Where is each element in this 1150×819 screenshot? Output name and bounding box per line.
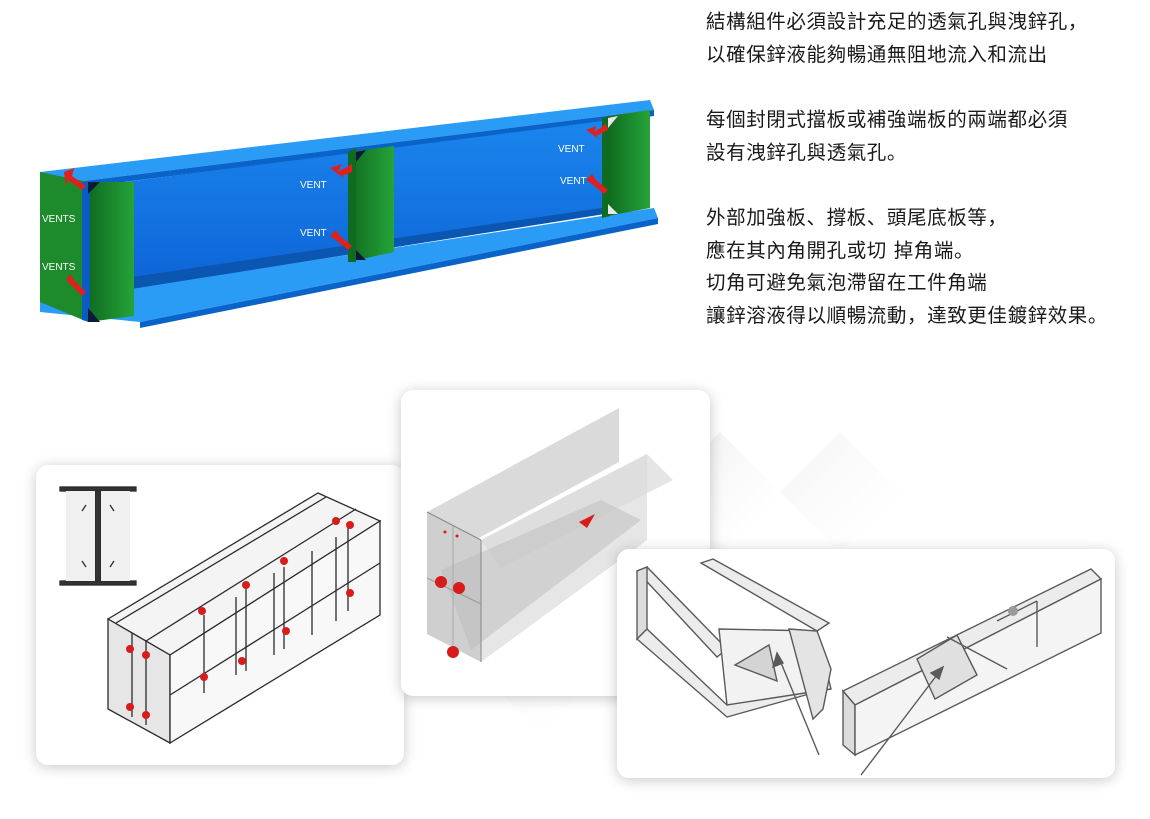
hollow-section-drawing [426, 408, 673, 662]
hero-beam-illustration: VENTS VENTS VENT VENT VENT VENT [40, 100, 658, 328]
text-line: 讓鋅溶液得以順暢流動，達致更佳鍍鋅效果。 [706, 303, 1109, 327]
end-plate-right [608, 110, 650, 216]
label-vent-4: VENT [560, 176, 587, 187]
paragraph-corner-cuts: 外部加強板、撐板、頭尾底板等， 應在其內角開孔或切 掉角端。 切角可避免氣泡滯留… [706, 202, 1146, 332]
card-ibeam-stiffeners [36, 465, 404, 765]
vent-holes [126, 517, 354, 719]
text-line: 每個封閉式擋板或補強端板的兩端都必須 [706, 108, 1068, 131]
stiffener-middle [348, 146, 394, 262]
card-hollow-section [401, 390, 710, 696]
text-line: 切角可避免氣泡滯留在工件角端 [706, 271, 988, 294]
label-vents-bottom: VENTS [42, 262, 76, 273]
beam-top-flange [40, 100, 654, 186]
ibeam-stiffeners-drawing [59, 486, 382, 745]
beam-bottom-flange [40, 208, 658, 322]
label-vent-2: VENT [300, 228, 327, 239]
text-line: 以確保鋅液能夠暢通無阻地流入和流出 [706, 42, 1048, 66]
label-vents-top: VENTS [42, 214, 76, 225]
label-vent-1: VENT [300, 180, 327, 191]
drain-holes [435, 530, 465, 658]
text-line: 結構組件必須設計充足的透氣孔與洩鋅孔， [706, 10, 1088, 33]
paragraph-venting: 結構組件必須設計充足的透氣孔與洩鋅孔， 以確保鋅液能夠暢通無阻地流入和流出 [706, 6, 1146, 71]
text-line: 設有洩鋅孔與透氣孔。 [706, 140, 908, 164]
cropped-corners-drawing [635, 558, 1103, 776]
label-vent-3: VENT [558, 144, 585, 155]
paragraph-end-plates: 每個封閉式擋板或補強端板的兩端都必須 設有洩鋅孔與透氣孔。 [706, 104, 1146, 169]
vent-arrows [64, 124, 608, 296]
end-plate-left [40, 172, 88, 322]
text-line: 外部加強板、撐板、頭尾底板等， [706, 206, 1008, 229]
pointer-arrows [771, 651, 945, 776]
instruction-text: 結構組件必須設計充足的透氣孔與洩鋅孔， 以確保鋅液能夠暢通無阻地流入和流出 每個… [706, 6, 1146, 365]
text-line: 應在其內角開孔或切 掉角端。 [706, 238, 975, 262]
card-cropped-corners [617, 549, 1115, 778]
